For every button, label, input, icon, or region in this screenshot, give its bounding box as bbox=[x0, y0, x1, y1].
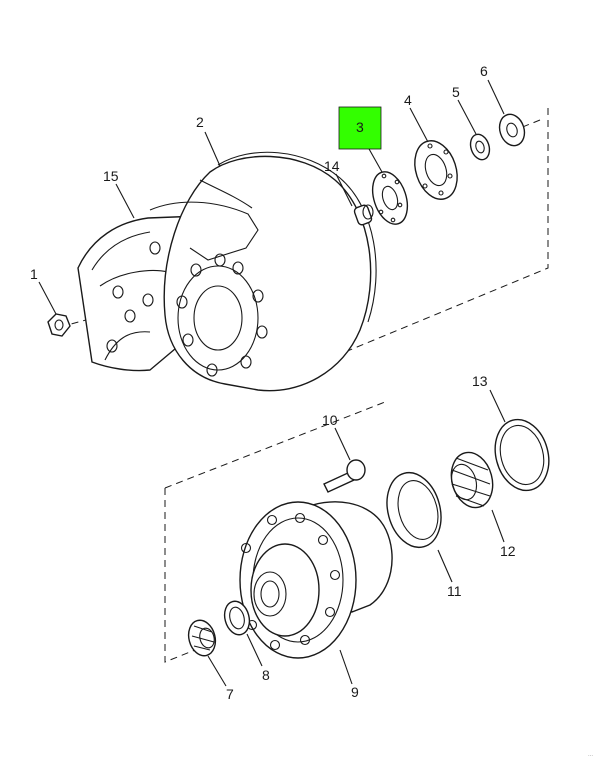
callout-15[interactable]: 15 bbox=[103, 168, 119, 184]
callout-5[interactable]: 5 bbox=[452, 84, 460, 100]
part-5-washer[interactable] bbox=[467, 132, 492, 162]
corner-footnote: ... bbox=[588, 752, 593, 758]
callout-8[interactable]: 8 bbox=[262, 667, 270, 683]
part-2-brake-drum[interactable] bbox=[149, 151, 377, 392]
callout-1[interactable]: 1 bbox=[30, 266, 38, 282]
part-7-inner-bearing[interactable] bbox=[185, 617, 219, 659]
part-9-wheel-hub[interactable] bbox=[239, 501, 393, 659]
callout-9[interactable]: 9 bbox=[351, 684, 359, 700]
part-4-gasket[interactable] bbox=[408, 135, 465, 204]
part-10-wheel-stud[interactable] bbox=[323, 459, 366, 493]
part-12-bearing-cone[interactable] bbox=[445, 448, 498, 512]
leader-lines bbox=[38, 79, 506, 687]
callout-labels: 1 2 3 4 5 6 7 8 9 10 11 12 13 14 15 bbox=[30, 63, 516, 702]
part-11-bearing-cup[interactable] bbox=[379, 467, 449, 554]
part-8-seal[interactable] bbox=[221, 598, 253, 637]
part-13-outer-cup[interactable] bbox=[488, 413, 557, 496]
part-3-hubcap[interactable] bbox=[366, 167, 413, 228]
callout-2[interactable]: 2 bbox=[196, 114, 204, 130]
callout-7[interactable]: 7 bbox=[226, 686, 234, 702]
callout-6[interactable]: 6 bbox=[480, 63, 488, 79]
part-1-nut[interactable] bbox=[47, 313, 71, 337]
callout-4[interactable]: 4 bbox=[404, 92, 412, 108]
callout-3-highlight bbox=[338, 106, 382, 150]
callout-3[interactable]: 3 bbox=[356, 119, 364, 135]
callout-14[interactable]: 14 bbox=[324, 158, 340, 174]
callout-12[interactable]: 12 bbox=[500, 543, 516, 559]
callout-10[interactable]: 10 bbox=[322, 412, 338, 428]
part-6-seal-ring[interactable] bbox=[496, 111, 529, 149]
callout-11[interactable]: 11 bbox=[447, 583, 462, 599]
part-14-plug[interactable] bbox=[353, 204, 374, 226]
callout-13[interactable]: 13 bbox=[472, 373, 488, 389]
